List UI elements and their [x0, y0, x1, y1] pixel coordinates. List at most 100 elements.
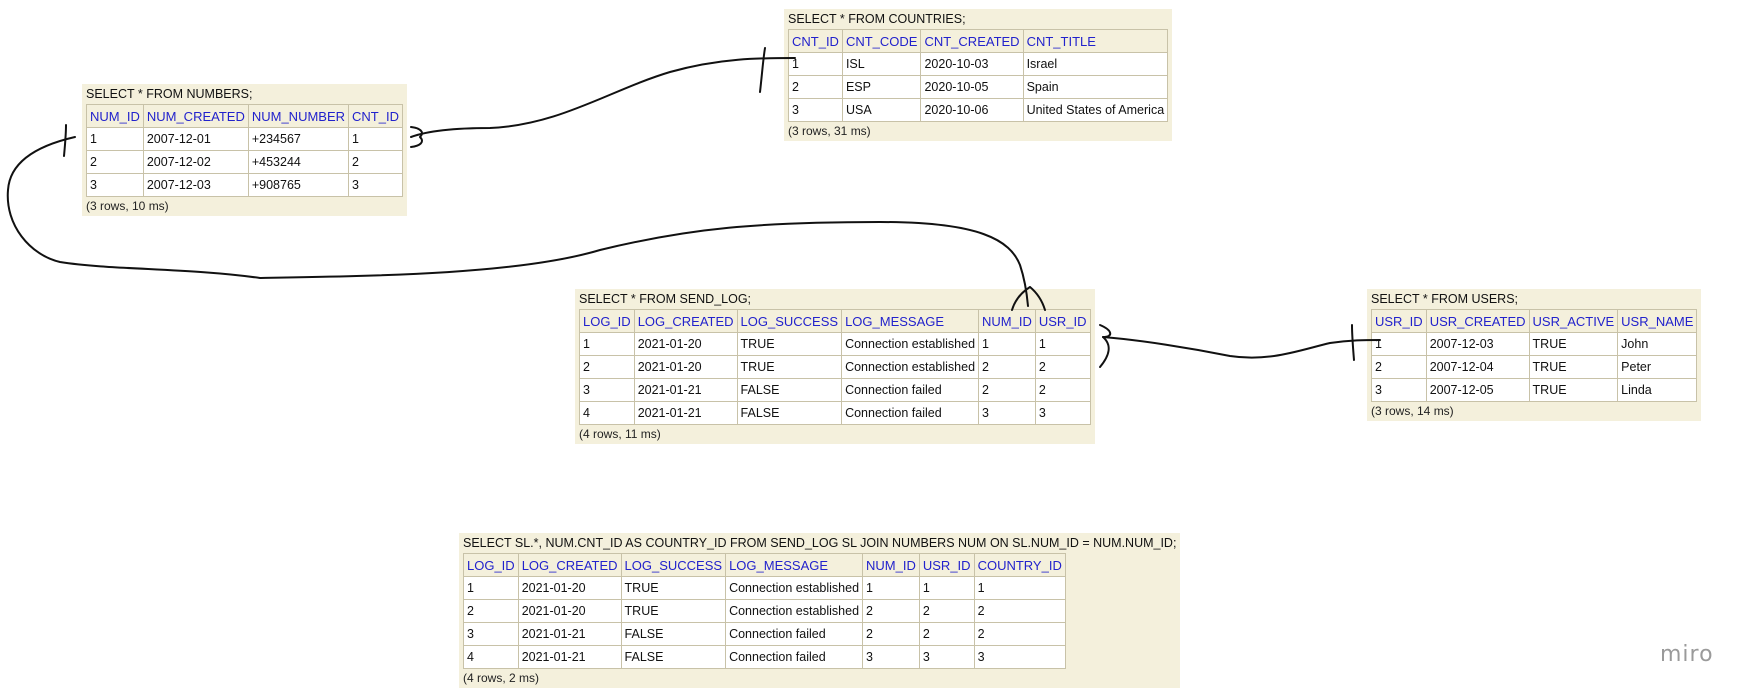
column-header[interactable]: USR_ID: [918, 553, 975, 577]
table-cell: 2: [1371, 355, 1427, 379]
table-cell: 1: [463, 576, 519, 600]
table-cell: FALSE: [736, 401, 843, 425]
table-cell: 1: [788, 52, 843, 76]
connector-send-log-users: [1102, 336, 1381, 359]
column-header[interactable]: LOG_ID: [463, 553, 519, 577]
table-cell: 3: [1371, 378, 1427, 402]
table-cell: 2007-12-03: [1425, 332, 1530, 356]
column-header[interactable]: LOG_SUCCESS: [736, 309, 843, 333]
table-cell: ISL: [841, 52, 922, 76]
table-cell: 3: [463, 622, 519, 646]
table-cell: 2: [348, 150, 403, 174]
column-header[interactable]: CNT_ID: [788, 29, 843, 53]
table-cell: Connection established: [725, 576, 864, 600]
table-cell: 4: [463, 645, 519, 669]
column-header[interactable]: USR_CREATED: [1425, 309, 1530, 333]
table-cell: United States of America: [1022, 98, 1169, 122]
table-cell: 2: [788, 75, 843, 99]
table-cell: Connection established: [841, 332, 980, 356]
table-cell: USA: [841, 98, 922, 122]
column-header[interactable]: NUM_ID: [978, 309, 1036, 333]
table-cell: Peter: [1617, 355, 1698, 379]
column-header[interactable]: COUNTRY_ID: [973, 553, 1066, 577]
column-header[interactable]: CNT_ID: [348, 104, 403, 128]
column-header[interactable]: LOG_CREATED: [517, 553, 622, 577]
table-cell: 2: [918, 599, 975, 623]
table-cell: TRUE: [736, 332, 843, 356]
panel-query: SELECT * FROM SEND_LOG;: [579, 292, 752, 306]
column-header[interactable]: LOG_SUCCESS: [620, 553, 727, 577]
column-header[interactable]: LOG_MESSAGE: [725, 553, 864, 577]
table-cell: 2: [862, 599, 920, 623]
panel-footer: (3 rows, 10 ms): [86, 199, 169, 213]
miro-logo: miro: [1660, 642, 1714, 667]
table-cell: 3: [973, 645, 1066, 669]
table-cell: 1: [1371, 332, 1427, 356]
table-cell: TRUE: [620, 576, 727, 600]
column-header[interactable]: NUM_CREATED: [142, 104, 249, 128]
crowfoot-send-log-usr-id: [1099, 324, 1112, 368]
table-cell: TRUE: [620, 599, 727, 623]
table-cell: 3: [348, 173, 403, 197]
table-cell: FALSE: [620, 622, 727, 646]
column-header[interactable]: USR_ACTIVE: [1528, 309, 1619, 333]
table-cell: 1: [348, 127, 403, 151]
column-header[interactable]: CNT_CREATED: [920, 29, 1024, 53]
column-header[interactable]: NUM_ID: [862, 553, 920, 577]
table-cell: 1: [1034, 332, 1091, 356]
table-cell: 2: [862, 622, 920, 646]
table-cell: 2020-10-06: [920, 98, 1024, 122]
table-cell: Spain: [1022, 75, 1169, 99]
column-header[interactable]: NUM_NUMBER: [247, 104, 350, 128]
table-cell: 3: [86, 173, 144, 197]
table-cell: 2: [973, 599, 1066, 623]
column-header[interactable]: USR_ID: [1371, 309, 1427, 333]
table-cell: 2: [1034, 378, 1091, 402]
tick-countries-cnt-id: [759, 47, 766, 93]
table-cell: 2: [579, 355, 635, 379]
table-cell: 4: [579, 401, 635, 425]
table-cell: 2021-01-21: [633, 378, 738, 402]
table-cell: +453244: [247, 150, 350, 174]
column-header[interactable]: LOG_MESSAGE: [841, 309, 980, 333]
table-cell: 2021-01-20: [633, 332, 738, 356]
table-cell: 2020-10-05: [920, 75, 1024, 99]
table-cell: Connection established: [841, 355, 980, 379]
table-cell: 2020-10-03: [920, 52, 1024, 76]
column-header[interactable]: LOG_CREATED: [633, 309, 738, 333]
table-cell: 1: [86, 127, 144, 151]
column-header[interactable]: USR_NAME: [1617, 309, 1698, 333]
table-cell: 3: [862, 645, 920, 669]
column-header[interactable]: NUM_ID: [86, 104, 144, 128]
table-cell: ESP: [841, 75, 922, 99]
table-cell: 2007-12-05: [1425, 378, 1530, 402]
column-header[interactable]: CNT_TITLE: [1022, 29, 1169, 53]
table-cell: Linda: [1617, 378, 1698, 402]
table-cell: 2: [978, 355, 1036, 379]
table-cell: 2007-12-02: [142, 150, 249, 174]
panel-query: SELECT * FROM USERS;: [1371, 292, 1519, 306]
table-cell: FALSE: [620, 645, 727, 669]
column-header[interactable]: USR_ID: [1034, 309, 1091, 333]
table-cell: TRUE: [1528, 378, 1619, 402]
table-cell: 2: [463, 599, 519, 623]
table-cell: FALSE: [736, 378, 843, 402]
column-header[interactable]: LOG_ID: [579, 309, 635, 333]
table-cell: TRUE: [736, 355, 843, 379]
column-header[interactable]: CNT_CODE: [841, 29, 922, 53]
table-cell: 2: [1034, 355, 1091, 379]
table-cell: 2: [978, 378, 1036, 402]
panel-query: SELECT * FROM NUMBERS;: [86, 87, 253, 101]
